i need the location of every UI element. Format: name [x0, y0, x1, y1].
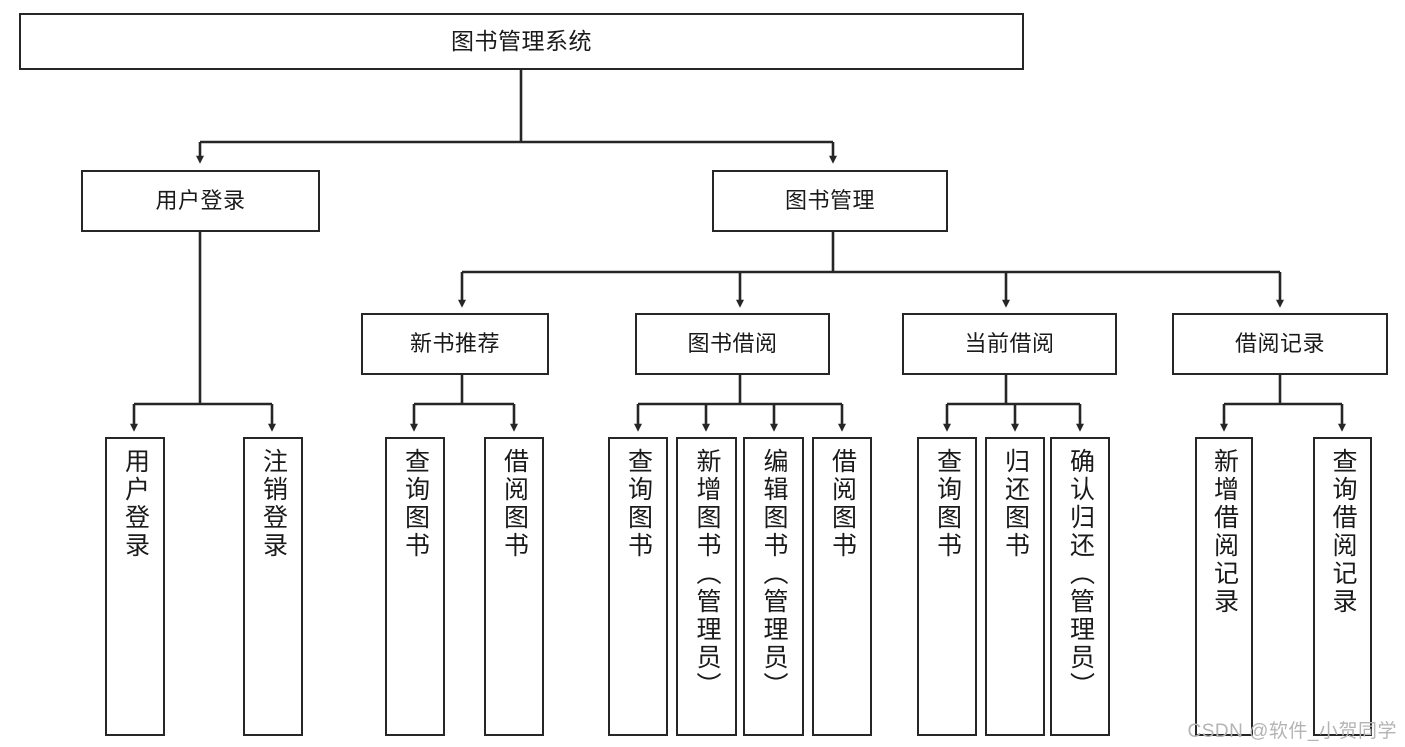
node-label: 借阅图书: [500, 448, 529, 560]
node-leaf-query-book[interactable]: 查询图书: [608, 437, 668, 736]
node-leaf-confirm-return-admin[interactable]: 确认归还（管理员）: [1050, 437, 1110, 736]
node-label: 查询图书: [624, 448, 653, 560]
node-leaf-user-login[interactable]: 用户登录: [105, 437, 165, 736]
node-label: 查询图书: [401, 448, 430, 560]
node-label: 新增图书（管理员）: [693, 448, 721, 700]
node-label: 用户登录: [155, 187, 246, 213]
node-new-book-recommend[interactable]: 新书推荐: [361, 313, 549, 375]
node-label: 图书管理: [784, 187, 875, 213]
node-label: 借阅记录: [1234, 330, 1325, 356]
node-leaf-add-book-admin[interactable]: 新增图书（管理员）: [676, 437, 737, 736]
node-borrow-records[interactable]: 借阅记录: [1172, 313, 1388, 375]
node-leaf-logout[interactable]: 注销登录: [243, 437, 303, 736]
node-label: 查询图书: [933, 448, 962, 560]
node-leaf-query-book-recommend[interactable]: 查询图书: [385, 437, 445, 736]
node-label: 确认归还（管理员）: [1066, 448, 1095, 700]
node-label: 新书推荐: [409, 330, 500, 356]
node-leaf-add-borrow-record[interactable]: 新增借阅记录: [1195, 437, 1253, 736]
node-current-borrow[interactable]: 当前借阅: [902, 313, 1117, 375]
node-label: 借阅图书: [828, 448, 857, 560]
node-label: 注销登录: [259, 448, 288, 560]
node-leaf-query-borrow-record[interactable]: 查询借阅记录: [1313, 437, 1372, 736]
node-leaf-query-book-current[interactable]: 查询图书: [917, 437, 977, 736]
watermark-text: CSDN @软件_小贺同学: [1187, 721, 1397, 742]
node-label: 图书管理系统: [451, 27, 592, 54]
node-user-login[interactable]: 用户登录: [81, 170, 320, 232]
node-book-management[interactable]: 图书管理: [712, 170, 948, 232]
node-label: 查询借阅记录: [1329, 448, 1357, 616]
node-label: 归还图书: [1001, 448, 1030, 560]
node-leaf-borrow-book-recommend[interactable]: 借阅图书: [484, 437, 544, 736]
node-leaf-edit-book-admin[interactable]: 编辑图书（管理员）: [743, 437, 804, 736]
node-leaf-return-book[interactable]: 归还图书: [985, 437, 1045, 736]
node-label: 编辑图书（管理员）: [760, 448, 788, 700]
node-root-system[interactable]: 图书管理系统: [19, 13, 1024, 70]
node-label: 图书借阅: [687, 330, 778, 356]
node-book-borrow[interactable]: 图书借阅: [635, 313, 830, 375]
node-leaf-borrow-book[interactable]: 借阅图书: [812, 437, 872, 736]
node-label: 新增借阅记录: [1210, 448, 1239, 616]
node-label: 当前借阅: [964, 330, 1055, 356]
node-label: 用户登录: [121, 448, 150, 560]
